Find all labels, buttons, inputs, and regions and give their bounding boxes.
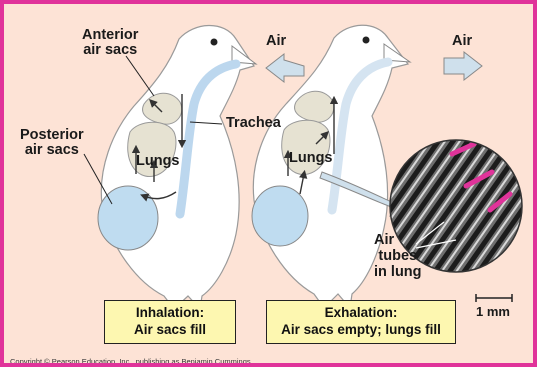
air-tubes-label: Air tubes in lung (374, 232, 422, 280)
exhalation-text: Air sacs empty; lungs fill (267, 321, 455, 338)
scale-bar-label: 1 mm (476, 304, 510, 319)
scale-bar (476, 294, 512, 302)
air-out-label: Air (452, 34, 472, 49)
lungs-label-left: Lungs (136, 154, 180, 169)
right-posterior-air-sac (252, 186, 308, 246)
air-in-label: Air (266, 34, 286, 49)
exhalation-box: Exhalation: Air sacs empty; lungs fill (266, 300, 456, 344)
air-in-arrow (266, 54, 304, 82)
trachea-label: Trachea (226, 116, 281, 131)
anterior-air-sacs-label: Anterior air sacs (82, 28, 138, 58)
exhalation-title: Exhalation: (267, 304, 455, 321)
inhalation-text: Air sacs fill (105, 321, 235, 338)
right-bird-eye (363, 37, 370, 44)
inhalation-title: Inhalation: (105, 304, 235, 321)
air-out-arrow (444, 52, 482, 80)
inhalation-box: Inhalation: Air sacs fill (104, 300, 236, 344)
left-bird-eye (211, 39, 218, 46)
posterior-air-sacs-label: Posterior air sacs (20, 128, 84, 158)
lungs-label-right: Lungs (289, 151, 333, 166)
copyright-notice: Copyright © Pearson Education, Inc., pub… (10, 357, 253, 366)
